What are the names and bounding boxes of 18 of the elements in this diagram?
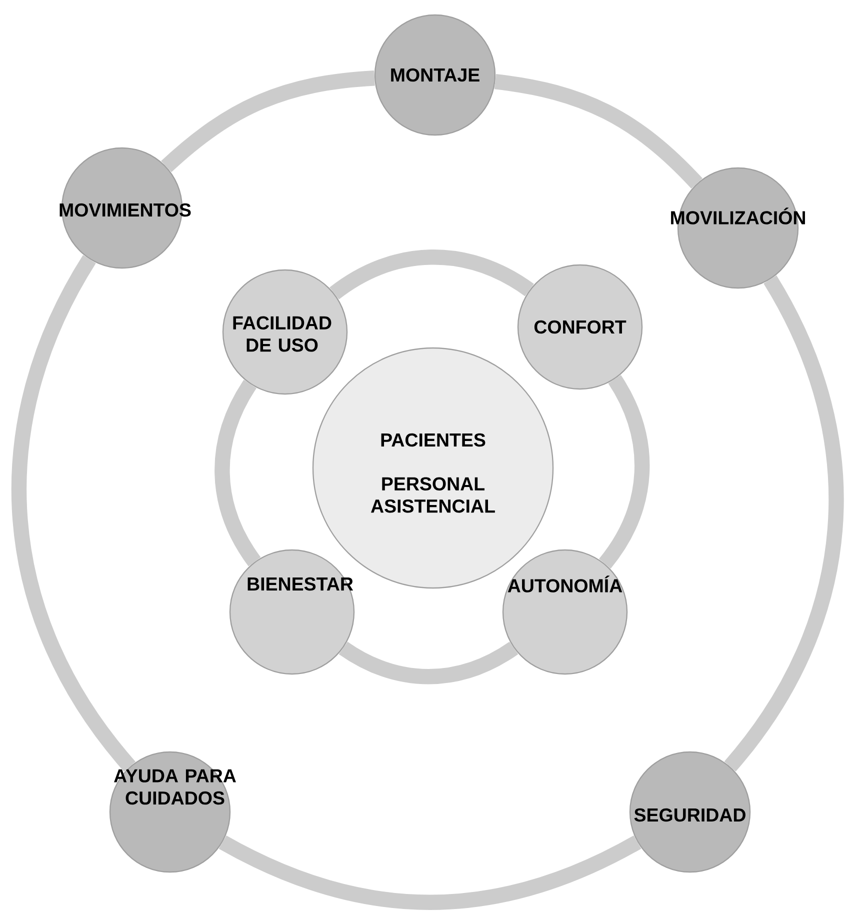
- ring-arc: [12, 255, 136, 772]
- circle-node: CONFORT: [517, 264, 643, 390]
- ring-arc: [219, 835, 641, 910]
- circle-node: BIENESTAR: [229, 549, 355, 675]
- ring-arc: [339, 642, 518, 684]
- ring-arc: [598, 375, 650, 568]
- circle-node: SEGURIDAD: [629, 751, 751, 873]
- circle-node: FACILIDAD DE USO: [222, 269, 348, 395]
- circle-node: MONTAJE: [374, 14, 496, 136]
- ring-arc: [214, 380, 261, 566]
- ring-arc: [330, 250, 534, 300]
- ring-arc: [161, 70, 376, 172]
- circle-node: MOVILIZACIÓN: [671, 167, 805, 289]
- ring-arc: [494, 74, 702, 189]
- circle-node: AYUDA PARA CUIDADOS: [109, 751, 236, 873]
- circle-node: MOVIMIENTOS: [60, 147, 191, 269]
- circle-node: AUTONOMÍA: [502, 549, 628, 675]
- ring-arc: [724, 276, 844, 772]
